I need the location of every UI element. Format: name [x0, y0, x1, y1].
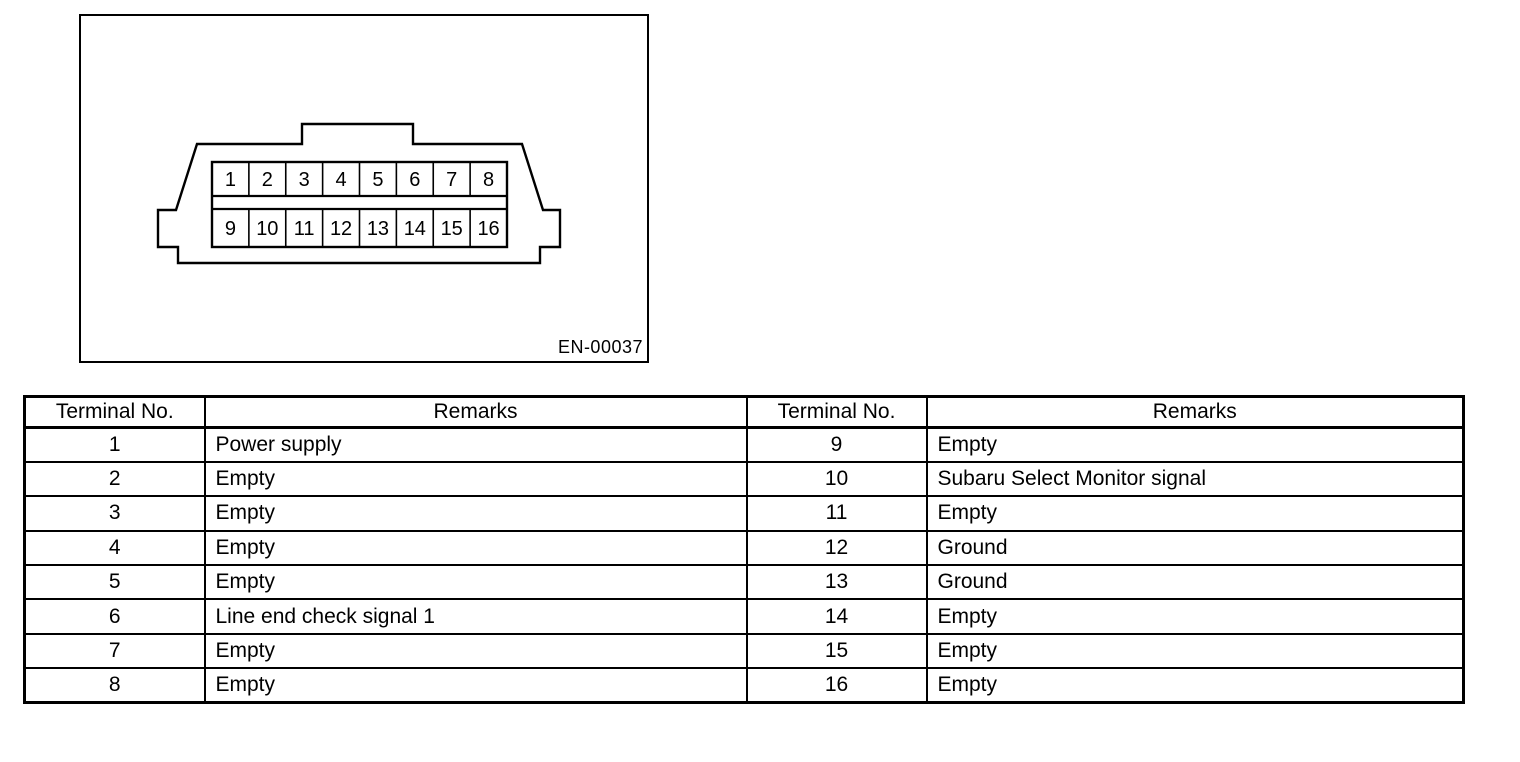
column-header: Terminal No.	[745, 395, 928, 429]
remark-cell: Empty	[203, 460, 748, 498]
remark-cell: Empty	[203, 632, 748, 670]
pin-number: 10	[256, 218, 278, 240]
pin-number: 14	[404, 218, 426, 240]
figure-label: EN-00037	[557, 337, 643, 357]
terminal-no-cell: 5	[23, 564, 206, 601]
terminal-no-cell: 11	[745, 495, 928, 532]
pin-number: 4	[336, 169, 347, 191]
terminal-no-cell: 2	[23, 460, 206, 498]
remark-cell: Empty	[203, 495, 748, 532]
remark-cell: Power supply	[203, 426, 748, 463]
pin-number: 9	[225, 218, 236, 240]
pin-number: 1	[225, 169, 236, 191]
pin-number: 12	[330, 218, 352, 240]
pin-number: 3	[299, 169, 310, 191]
remark-cell: Line end check signal 1	[203, 598, 748, 635]
remark-cell: Empty	[925, 598, 1465, 635]
remark-cell: Ground	[925, 564, 1465, 601]
terminal-no-cell: 13	[745, 564, 928, 601]
terminal-no-cell: 12	[745, 529, 928, 567]
terminal-no-cell: 3	[23, 495, 206, 532]
pin-number: 6	[409, 169, 420, 191]
remark-cell: Empty	[203, 564, 748, 601]
terminal-no-cell: 10	[745, 460, 928, 498]
pin-number: 8	[483, 169, 494, 191]
remark-cell: Subaru Select Monitor signal	[925, 460, 1465, 498]
remark-cell: Empty	[925, 667, 1465, 704]
pin-number: 15	[441, 218, 463, 240]
remark-cell: Ground	[925, 529, 1465, 567]
pin-number: 2	[262, 169, 273, 191]
pin-number: 7	[446, 169, 457, 191]
column-header: Terminal No.	[23, 395, 206, 429]
terminal-no-cell: 6	[23, 598, 206, 635]
terminal-no-cell: 7	[23, 632, 206, 670]
remark-cell: Empty	[925, 495, 1465, 532]
terminal-no-cell: 8	[23, 667, 206, 704]
pin-number: 5	[372, 169, 383, 191]
column-header: Remarks	[203, 395, 748, 429]
terminal-no-cell: 9	[745, 426, 928, 463]
remark-cell: Empty	[925, 426, 1465, 463]
terminal-no-cell: 1	[23, 426, 206, 463]
terminal-no-cell: 14	[745, 598, 928, 635]
remark-cell: Empty	[925, 632, 1465, 670]
terminal-no-cell: 16	[745, 667, 928, 704]
terminal-no-cell: 4	[23, 529, 206, 567]
remark-cell: Empty	[203, 667, 748, 704]
remark-cell: Empty	[203, 529, 748, 567]
pin-number: 16	[477, 218, 499, 240]
pin-number: 13	[367, 218, 389, 240]
column-header: Remarks	[925, 395, 1465, 429]
pin-number: 11	[294, 218, 315, 240]
terminal-no-cell: 15	[745, 632, 928, 670]
